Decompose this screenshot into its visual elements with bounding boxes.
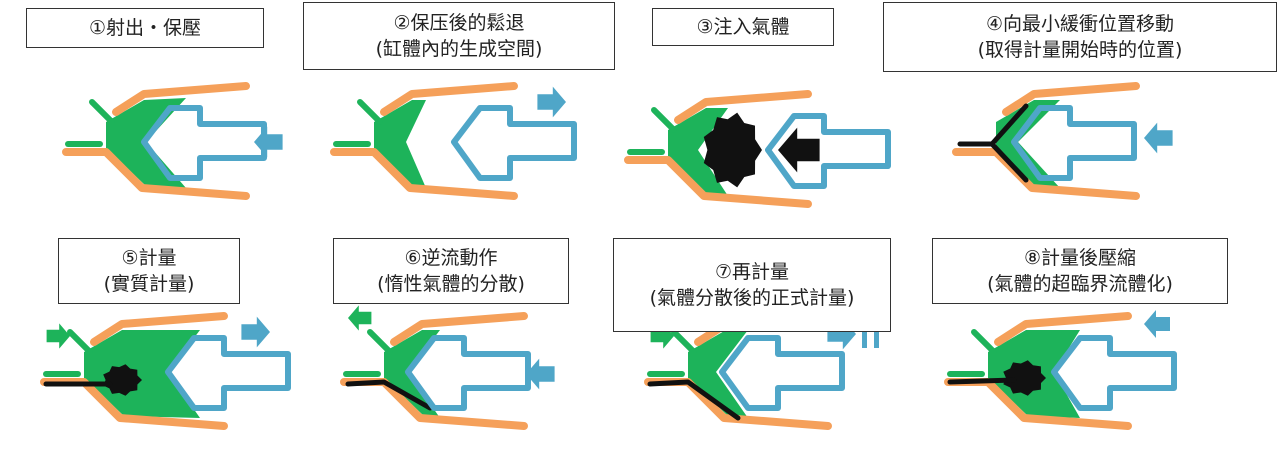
step-subtitle: (缸體內的生成空間) [375,38,543,60]
molten-resin [374,100,426,188]
barrel-wall-top [112,82,250,116]
barrel-wall-bottom [624,156,812,208]
gas-port [971,329,997,355]
step-title: ②保压後的鬆退 [393,12,525,34]
gas-stream [947,377,1017,385]
gas-dispersion [647,379,741,421]
step-subtitle: (取得計量開始時的位置) [977,39,1183,61]
gas-port [671,329,697,355]
gas-port [67,329,93,355]
stage-5 [40,312,291,430]
step-subtitle: (氣體的超臨界流體化) [987,273,1173,295]
screw-tip [451,105,577,181]
gas-port [89,99,115,125]
step-label-4: ④向最小緩衝位置移動 (取得計量開始時的位置) [883,2,1277,72]
barrel-wall-top [1002,82,1140,116]
screw-tip [405,335,531,411]
molten-resin [688,330,748,418]
step-subtitle: (實質計量) [103,273,195,295]
step-label-7: ⑦再計量 (氣體分散後的正式計量) [613,238,891,332]
stage-3 [624,90,891,208]
gas-port [357,99,383,125]
barrel-wall-top [380,82,518,116]
direction-arrow-icon [778,127,820,173]
barrel-wall-bottom [62,148,250,200]
stage-6 [340,305,555,430]
step-subtitle: (氣體分散後的正式計量) [649,287,855,309]
step-label-1: ①射出・保壓 [26,8,264,48]
step-title: ⑧計量後壓縮 [1023,247,1137,269]
barrel-wall-top [390,312,528,346]
direction-arrow-icon [537,86,566,118]
screw-tip [765,113,891,189]
screw-tip [719,335,845,411]
gas-cloud [703,112,762,188]
direction-arrow-icon [1144,122,1173,154]
stage-1 [62,82,283,200]
molten-resin [384,330,440,418]
stage-4 [952,82,1173,200]
pause-bar [862,322,867,348]
molten-resin [84,330,200,418]
step-label-2: ②保压後的鬆退 (缸體內的生成空間) [303,2,615,70]
step-title: ⑦再計量 [714,261,790,283]
direction-arrow-icon [1144,310,1170,338]
gas-port [651,107,677,133]
step-subtitle: (惰性氣體的分散) [377,273,525,295]
direction-arrow-icon [46,323,70,349]
screw-tip [141,105,267,181]
barrel-wall-top [90,312,228,346]
barrel-wall-top [674,90,812,124]
step-title: ④向最小緩衝位置移動 [985,13,1175,35]
barrel-wall-top [994,312,1132,346]
stage-7 [644,312,879,430]
step-label-3: ③注入氣體 [652,8,834,46]
step-label-5: ⑤計量 (實質計量) [58,238,240,304]
pause-bar [874,322,879,348]
screw-tip [1051,335,1177,411]
gas-port [367,329,393,355]
gas-film [957,103,1029,183]
direction-arrow-icon [254,126,283,158]
barrel-wall-bottom [330,148,518,200]
gas-cloud [103,364,142,396]
screw-tip [1011,105,1137,181]
gas-cloud [1003,360,1046,396]
stage-8 [944,310,1177,430]
gas-dispersion [345,379,433,411]
direction-arrow-icon [241,316,270,348]
step-label-8: ⑧計量後壓縮 (氣體的超臨界流體化) [932,238,1228,304]
screw-tip [165,335,291,411]
stage-2 [330,82,577,200]
step-label-6: ⑥逆流動作 (惰性氣體的分散) [333,238,569,304]
step-title: ③注入氣體 [696,16,790,38]
step-title: ①射出・保壓 [88,17,202,39]
step-title: ⑤計量 [121,247,177,269]
direction-arrow-icon [348,305,372,331]
step-title: ⑥逆流動作 [404,247,498,269]
molten-resin [668,108,728,196]
